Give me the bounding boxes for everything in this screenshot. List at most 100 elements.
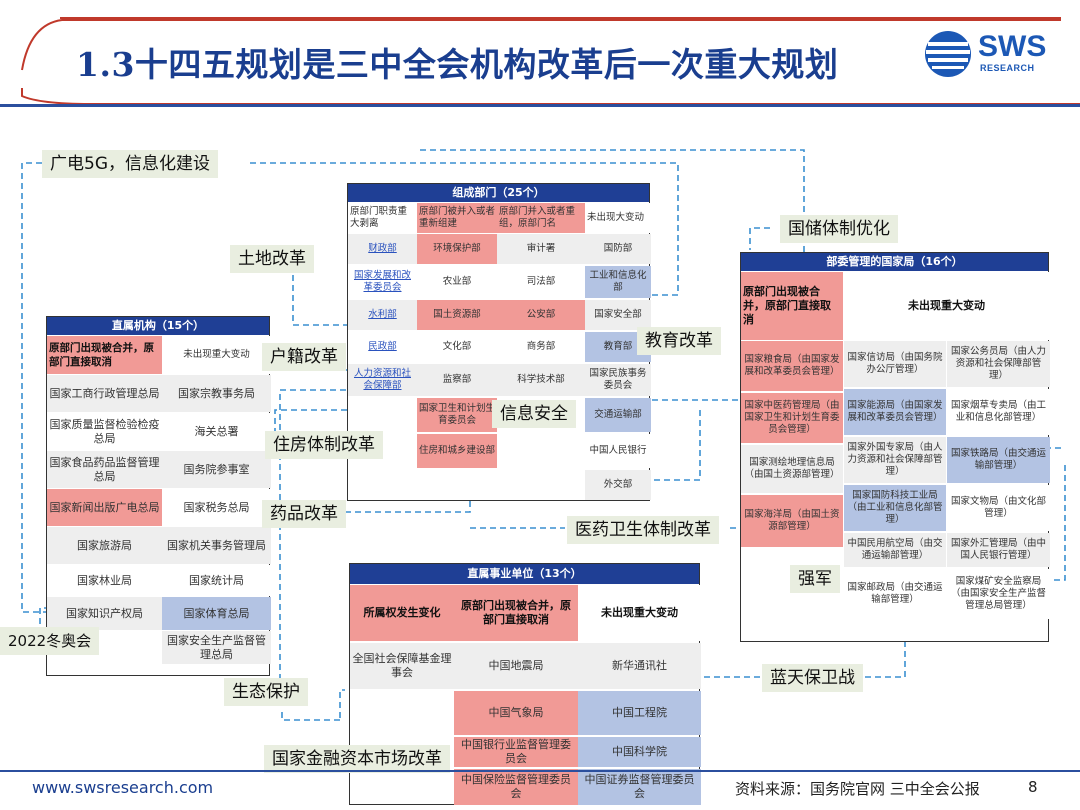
table-cell: 国家安全部 xyxy=(585,300,651,330)
table-cell: 国家外国专家局（由人力资源和社会保障部管理） xyxy=(844,437,946,483)
label-info-security: 信息安全 xyxy=(492,400,576,428)
table-cell: 国家测绘地理信息局（由国土资源部管理） xyxy=(741,445,843,493)
table-cell: 国家邮政局（由交通运输部管理） xyxy=(844,569,946,619)
col-header: 未出现大变动 xyxy=(585,203,651,233)
table-cell: 国土资源部 xyxy=(417,300,497,330)
label-drug-reform: 药品改革 xyxy=(262,500,346,528)
table-cell: 国家旅游局 xyxy=(47,527,162,564)
table-cell: 国家粮食局（由国家发展和改革委员会管理） xyxy=(741,341,843,391)
table-cell: 国家卫生和计划生育委员会 xyxy=(417,398,497,432)
table-caption: 直属机构（15个） xyxy=(47,317,269,335)
state-bureaus-table: 部委管理的国家局（16个） 原部门出现被合并，原部门直接取消 未出现重大变动 国… xyxy=(740,252,1050,642)
label-winter-olympics: 2022冬奥会 xyxy=(0,627,100,655)
label-reserve-system: 国储体制优化 xyxy=(780,215,898,243)
col-header: 原部门并入或者重组，原部门名 xyxy=(497,203,585,233)
col-header: 未出现重大变动 xyxy=(578,585,701,641)
table-cell: 中国地震局 xyxy=(454,643,578,689)
table-cell: 民政部 xyxy=(348,332,417,362)
table-cell: 中国人民银行 xyxy=(585,434,651,468)
col-header: 所属权发生变化 xyxy=(350,585,454,641)
table-cell: 外交部 xyxy=(585,470,651,500)
table-cell: 中国工程院 xyxy=(578,691,701,735)
col-header: 未出现重大变动 xyxy=(843,272,1050,340)
table-cell: 国家安全生产监督管理总局 xyxy=(162,631,271,664)
table-caption: 组成部门（25个） xyxy=(348,184,649,202)
label-military: 强军 xyxy=(790,565,840,593)
direct-agencies-table: 直属机构（15个） 原部门出现被合并，原部门直接取消 未出现重大变动 国家工商行… xyxy=(46,316,271,676)
page-title: 1.3十四五规划是三中全会机构改革后一次重大规划 xyxy=(76,45,839,84)
col-header: 原部门职责重大剥离 xyxy=(348,203,417,233)
table-cell: 中国民用航空局（由交通运输部管理） xyxy=(844,533,946,567)
table-cell: 环境保护部 xyxy=(417,234,497,264)
footer-source: 资料来源：国务院官网 三中全会公报 xyxy=(735,780,980,798)
label-finance-reform: 国家金融资本市场改革 xyxy=(264,745,450,773)
table-cell: 国家新闻出版广电总局 xyxy=(47,489,162,526)
slide-header: 1.3十四五规划是三中全会机构改革后一次重大规划 SWS RESEARCH xyxy=(0,0,1080,122)
header-frame xyxy=(0,17,1080,107)
footer-url: www.swsresearch.com xyxy=(32,778,214,797)
sws-logo: SWS RESEARCH xyxy=(922,28,1062,80)
label-land-reform: 土地改革 xyxy=(230,245,314,273)
table-cell: 中国科学院 xyxy=(578,737,701,767)
table-cell: 国家文物局（由文化部管理） xyxy=(947,485,1050,531)
table-caption: 直属事业单位（13个） xyxy=(350,564,699,584)
table-cell: 中国气象局 xyxy=(454,691,578,735)
table-cell: 国家中医药管理局（由国家卫生和计划生育委员会管理） xyxy=(741,393,843,443)
table-cell: 国家体育总局 xyxy=(162,597,271,630)
table-cell: 国家食品药品监督管理总局 xyxy=(47,451,162,488)
table-cell: 国务院参事室 xyxy=(162,451,271,488)
label-blue-sky: 蓝天保卫战 xyxy=(762,664,863,692)
label-broadcast-5g: 广电5G，信息化建设 xyxy=(42,150,218,178)
logo-subtext: RESEARCH xyxy=(980,63,1035,73)
label-household-reform: 户籍改革 xyxy=(262,343,346,371)
col-header: 原部门被并入或者重新组建 xyxy=(417,203,497,233)
col-header: 未出现重大变动 xyxy=(162,336,271,374)
table-cell: 国家民族事务委员会 xyxy=(585,364,651,396)
table-cell: 司法部 xyxy=(497,266,585,298)
page-number: 8 xyxy=(1028,778,1038,796)
table-cell: 全国社会保障基金理事会 xyxy=(350,643,454,689)
table-caption: 部委管理的国家局（16个） xyxy=(741,253,1048,271)
table-cell: 交通运输部 xyxy=(585,398,651,432)
col-header: 原部门出现被合并，原部门直接取消 xyxy=(47,336,162,374)
table-cell: 国家宗教事务局 xyxy=(162,375,271,412)
table-cell: 水利部 xyxy=(348,300,417,330)
table-cell: 国家质量监督检验检疫总局 xyxy=(47,413,162,450)
table-cell: 科学技术部 xyxy=(497,364,585,396)
table-cell: 国家公务员局（由人力资源和社会保障部管理） xyxy=(947,341,1050,387)
table-cell: 国家知识产权局 xyxy=(47,597,162,630)
table-cell: 中国银行业监督管理委员会 xyxy=(454,737,578,767)
table-cell: 国家机关事务管理局 xyxy=(162,527,271,564)
label-medical-reform: 医药卫生体制改革 xyxy=(567,516,719,544)
table-cell: 商务部 xyxy=(497,332,585,362)
table-cell: 国家税务总局 xyxy=(162,489,271,526)
table-cell: 国家国防科技工业局（由工业和信息化部管理） xyxy=(844,485,946,531)
label-housing-reform: 住房体制改革 xyxy=(265,431,383,459)
footer-divider xyxy=(0,770,1080,772)
table-cell: 国防部 xyxy=(585,234,651,264)
table-cell: 住房和城乡建设部 xyxy=(417,434,497,468)
composition-departments-table: 组成部门（25个） 原部门职责重大剥离 原部门被并入或者重新组建 原部门并入或者… xyxy=(347,183,651,501)
table-cell: 人力资源和社会保障部 xyxy=(348,364,417,396)
label-eco-protection: 生态保护 xyxy=(224,678,308,706)
table-cell: 国家烟草专卖局（由工业和信息化部管理） xyxy=(947,389,1050,435)
table-cell: 国家海洋局（由国土资源部管理） xyxy=(741,495,843,547)
table-cell: 文化部 xyxy=(417,332,497,362)
table-cell: 监察部 xyxy=(417,364,497,396)
table-cell: 国家煤矿安全监察局（由国家安全生产监督管理总局管理） xyxy=(947,569,1050,619)
table-cell: 国家能源局（由国家发展和改革委员会管理） xyxy=(844,389,946,435)
table-cell: 国家铁路局（由交通运输部管理） xyxy=(947,437,1050,483)
table-cell: 农业部 xyxy=(417,266,497,298)
table-cell: 新华通讯社 xyxy=(578,643,701,689)
label-education-reform: 教育改革 xyxy=(637,327,721,355)
table-cell: 国家发展和改革委员会 xyxy=(348,266,417,298)
table-cell: 中国保险监督管理委员会 xyxy=(454,769,578,805)
table-cell: 国家林业局 xyxy=(47,565,162,596)
table-cell: 公安部 xyxy=(497,300,585,330)
table-cell: 海关总署 xyxy=(162,413,271,450)
col-header: 原部门出现被合并，原部门直接取消 xyxy=(741,272,843,340)
globe-icon xyxy=(925,31,971,77)
logo-text: SWS xyxy=(978,30,1047,63)
table-cell: 国家统计局 xyxy=(162,565,271,596)
